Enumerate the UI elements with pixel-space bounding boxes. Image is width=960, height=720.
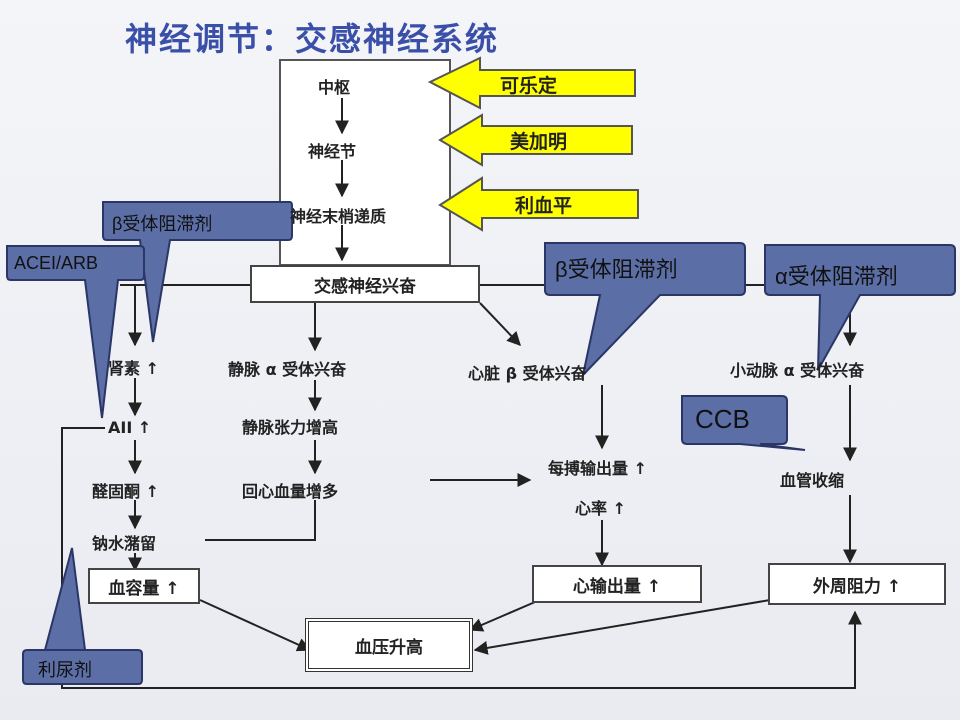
cardiac-beta-label: 心脏 β 受体兴奋: [468, 364, 587, 383]
beta-blocker-right-text: β受体阻滞剂: [555, 257, 678, 282]
diuretic-callout: [22, 547, 143, 685]
blood-volume-box: 血容量 ↑: [88, 568, 200, 604]
sympathetic-excitation-label: 交感神经兴奋: [314, 276, 416, 297]
retention-label: 钠水潴留: [92, 534, 157, 553]
return-increase-label: 回心血量增多: [242, 482, 339, 501]
clonidine-arrow: [427, 56, 636, 110]
renin-label: 肾素 ↑: [108, 359, 159, 378]
alpha-blocker-callout: [764, 244, 956, 371]
blood-pressure-label: 血压升高: [355, 637, 423, 658]
nerve-ending-label: 神经末梢递质: [290, 207, 387, 226]
reserpine-label: 利血平: [515, 195, 573, 217]
cardiac-output-label: 心输出量 ↑: [572, 576, 662, 597]
sympathetic-excitation-box: 交感神经兴奋: [250, 265, 480, 303]
central-column-box: [279, 59, 451, 266]
venous-alpha-label: 静脉 α 受体兴奋: [228, 360, 347, 379]
peripheral-resistance-box: 外周阻力 ↑: [768, 563, 946, 605]
angiotensin-label: AII ↑: [108, 418, 152, 437]
center-label: 中枢: [318, 78, 351, 97]
heart-rate-label: 心率 ↑: [575, 499, 626, 518]
slide-title: 神经调节：交感神经系统: [125, 20, 500, 58]
reserpine-arrow: [438, 176, 639, 232]
blood-pressure-box: 血压升高: [305, 618, 473, 672]
diuretic-text: 利尿剂: [38, 660, 92, 680]
vasoconstriction-label: 血管收缩: [780, 471, 845, 490]
ccb-callout: [681, 395, 806, 451]
venous-tone-label: 静脉张力增高: [242, 418, 339, 437]
alpha-blocker-text: α受体阻滞剂: [775, 264, 898, 289]
arterial-alpha-label: 小动脉 α 受体兴奋: [730, 361, 865, 380]
stroke-output-label: 每搏输出量 ↑: [548, 459, 647, 478]
acei-arb-callout: [6, 245, 145, 419]
blood-volume-label: 血容量 ↑: [108, 578, 180, 599]
beta-blocker-left-callout: [102, 201, 293, 343]
peripheral-resistance-label: 外周阻力 ↑: [812, 576, 902, 597]
acei-arb-text: ACEI/ARB: [14, 253, 99, 273]
beta-blocker-left-text: β受体阻滞剂: [112, 214, 213, 234]
aldosterone-label: 醛固酮 ↑: [92, 482, 159, 501]
mecamylamine-arrow: [438, 113, 633, 167]
ccb-text: CCB: [695, 404, 750, 434]
ganglion-label: 神经节: [308, 142, 357, 161]
cardiac-output-box: 心输出量 ↑: [532, 565, 702, 603]
mecamylamine-label: 美加明: [510, 131, 568, 153]
beta-blocker-right-callout: [544, 242, 746, 379]
clonidine-label: 可乐定: [500, 75, 558, 97]
